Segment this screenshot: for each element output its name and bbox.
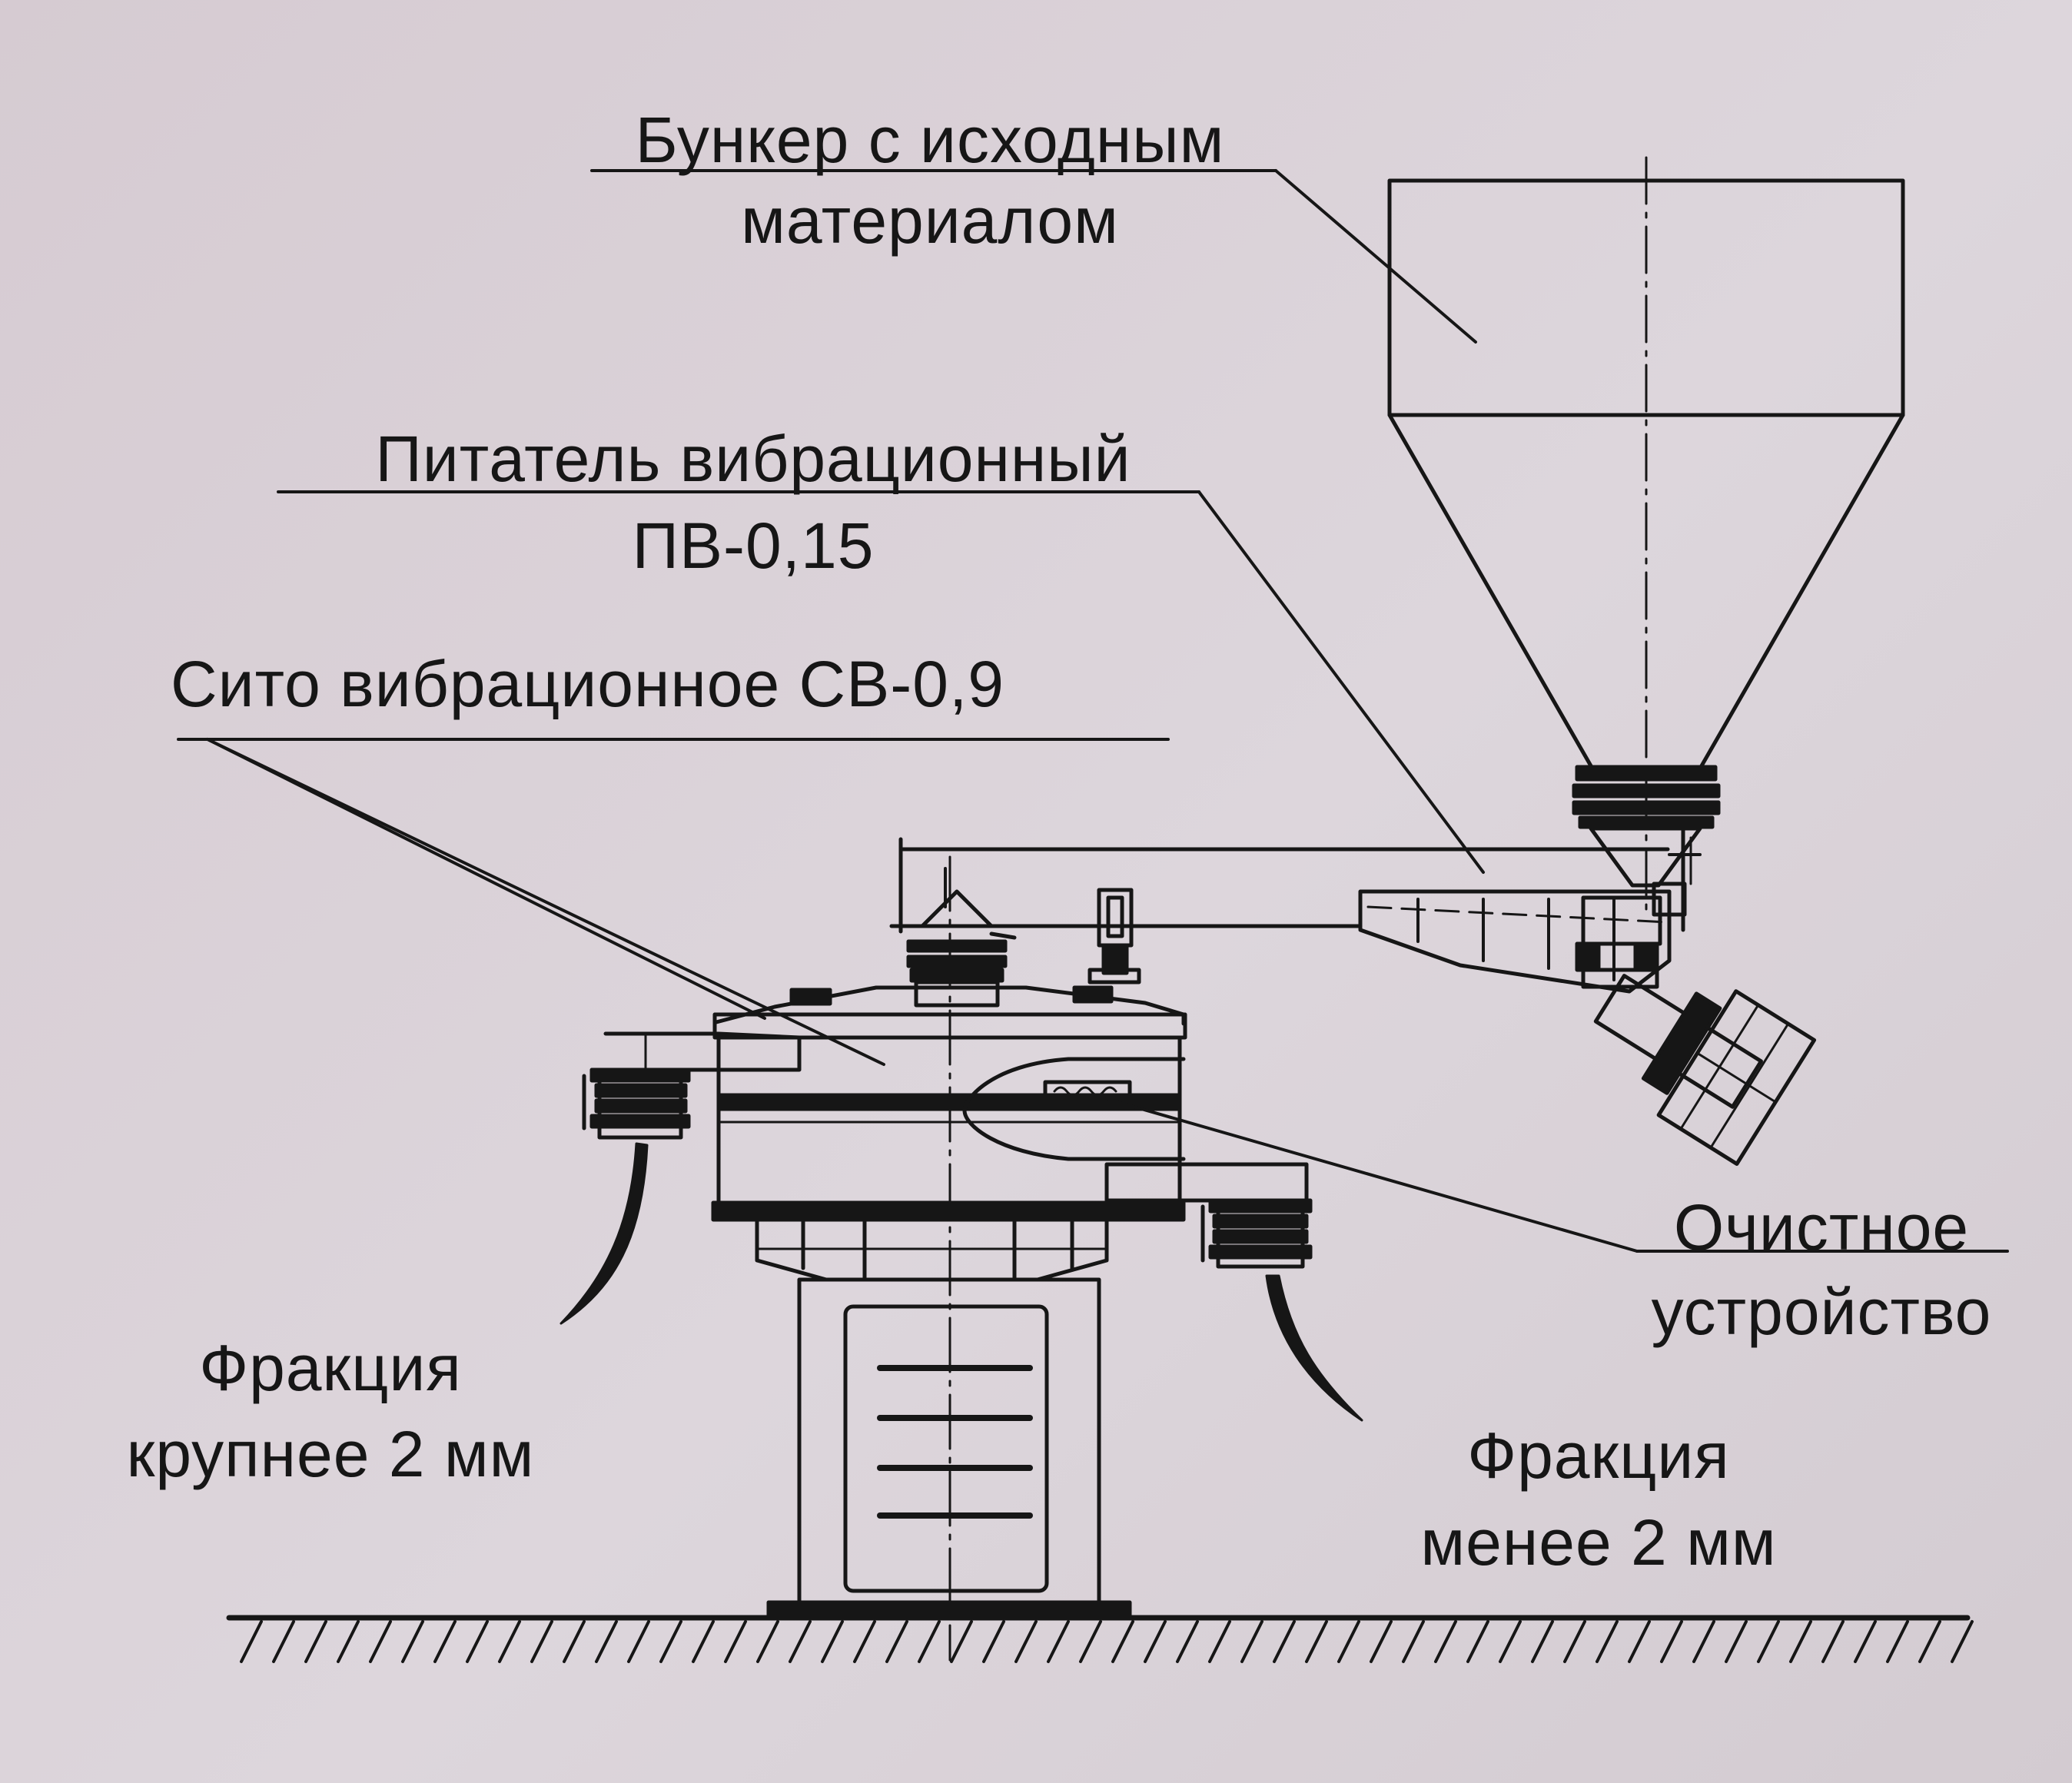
hatch-stroke — [401, 1620, 424, 1663]
feeder-label-line2: ПВ-0,15 — [632, 510, 875, 582]
hatch-stroke — [1337, 1620, 1360, 1663]
hatch-stroke — [950, 1620, 973, 1663]
hatch-stroke — [466, 1620, 489, 1663]
hatch-stroke — [1628, 1620, 1651, 1663]
hatch-stroke — [1402, 1620, 1425, 1663]
hatch-stroke — [1014, 1620, 1038, 1663]
hatch-stroke — [1789, 1620, 1812, 1663]
hopper-label-line2: материалом — [741, 184, 1119, 257]
cleaner-label-line1: Очистное — [1673, 1191, 1970, 1263]
cleaner-label-line2: устройство — [1651, 1276, 1992, 1348]
fine-fraction-label-line2: менее 2 мм — [1420, 1506, 1777, 1579]
feeder-motor — [1593, 974, 1817, 1166]
hatch-stroke — [1079, 1620, 1102, 1663]
hatch-stroke — [1499, 1620, 1522, 1663]
hatch-stroke — [627, 1620, 650, 1663]
feed-spout — [906, 889, 1363, 1008]
hatch-stroke — [530, 1620, 553, 1663]
coarse-flow-arrow — [560, 1142, 649, 1325]
hatch-stroke — [563, 1620, 586, 1663]
hatch-stroke — [1176, 1620, 1199, 1663]
hatch-stroke — [1660, 1620, 1683, 1663]
hatch-stroke — [885, 1620, 908, 1663]
feed-pipe — [889, 837, 1670, 934]
sieve-label: Сито вибрационное СВ-0,9 — [171, 648, 1004, 720]
hatch-stroke — [1273, 1620, 1296, 1663]
hatch-stroke — [1466, 1620, 1489, 1663]
hatch-stroke — [1951, 1620, 1974, 1663]
pipe-valve — [1087, 888, 1141, 984]
hatch-stroke — [369, 1620, 392, 1663]
fine-flow-arrow — [1265, 1274, 1363, 1422]
hatch-stroke — [1208, 1620, 1231, 1663]
hatch-stroke — [1563, 1620, 1586, 1663]
feeder-label-line1: Питатель вибрационный — [375, 423, 1131, 495]
hatch-stroke — [789, 1620, 812, 1663]
leader-lines — [177, 169, 2009, 1253]
hatch-stroke — [659, 1620, 682, 1663]
hatch-stroke — [1370, 1620, 1393, 1663]
hatch-stroke — [337, 1620, 360, 1663]
hatch-stroke — [1692, 1620, 1715, 1663]
hatch-stroke — [821, 1620, 844, 1663]
hatch-stroke — [595, 1620, 618, 1663]
coarse-fraction-label-line1: Фракция — [199, 1332, 462, 1404]
hatch-stroke — [1886, 1620, 1909, 1663]
hatch-stroke — [1725, 1620, 1748, 1663]
hatch-stroke — [1821, 1620, 1845, 1663]
hatch-stroke — [756, 1620, 779, 1663]
hatch-stroke — [918, 1620, 941, 1663]
hatch-stroke — [272, 1620, 295, 1663]
hatch-stroke — [1240, 1620, 1263, 1663]
coarse-fraction-label-line2: крупнее 2 мм — [126, 1418, 535, 1490]
hatch-stroke — [433, 1620, 457, 1663]
hatch-stroke — [1854, 1620, 1877, 1663]
fine-fraction-label-line1: Фракция — [1467, 1419, 1730, 1492]
hopper-label-line1: Бункер с исходным — [635, 104, 1225, 176]
hatch-stroke — [240, 1620, 263, 1663]
vibrating-sieve — [582, 985, 1313, 1619]
vibrating-feeder — [1358, 853, 1817, 1166]
hatch-stroke — [1596, 1620, 1619, 1663]
hatch-stroke — [853, 1620, 876, 1663]
hatch-stroke — [1434, 1620, 1457, 1663]
hatch-stroke — [304, 1620, 327, 1663]
hatch-stroke — [982, 1620, 1005, 1663]
hatch-stroke — [724, 1620, 747, 1663]
hatch-stroke — [1918, 1620, 1941, 1663]
ground-hatch — [226, 1615, 1974, 1663]
hatch-stroke — [1111, 1620, 1134, 1663]
hatch-stroke — [1305, 1620, 1328, 1663]
hatch-stroke — [1144, 1620, 1167, 1663]
hatch-stroke — [1047, 1620, 1070, 1663]
hatch-stroke — [692, 1620, 715, 1663]
hatch-stroke — [1531, 1620, 1554, 1663]
hatch-stroke — [498, 1620, 521, 1663]
hatch-stroke — [1757, 1620, 1780, 1663]
